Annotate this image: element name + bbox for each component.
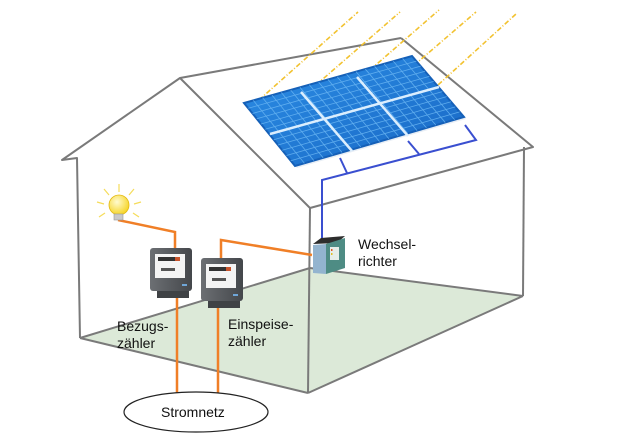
house-outline bbox=[61, 37, 534, 394]
inverter bbox=[313, 236, 345, 274]
inverter-label-line1: Wechsel- bbox=[358, 236, 417, 252]
panel-cell-line bbox=[273, 91, 443, 141]
floor bbox=[80, 268, 523, 393]
solar-panel bbox=[242, 54, 466, 168]
panel-cell-line bbox=[265, 81, 434, 130]
inverter-label-line2: richter bbox=[358, 253, 397, 269]
grid-label: Stromnetz bbox=[161, 404, 225, 420]
inverter-label: Wechsel- richter bbox=[358, 236, 416, 270]
panel-cell-line bbox=[248, 60, 417, 109]
feed-in-meter-label-line1: Einspeise- bbox=[228, 316, 294, 332]
light-bulb-icon bbox=[96, 184, 142, 221]
consumption-meter-label-line1: Bezugs- bbox=[117, 318, 169, 334]
ac-wiring bbox=[117, 218, 313, 395]
panel-cell-line bbox=[277, 96, 447, 146]
grid-ellipse bbox=[123, 391, 269, 433]
consumption-meter-label-line2: zähler bbox=[117, 335, 156, 351]
dc-wiring bbox=[321, 124, 478, 240]
feed-in-meter-label-line2: zähler bbox=[228, 333, 267, 349]
panel-cell-line bbox=[286, 106, 456, 156]
panel-cell-line bbox=[252, 65, 421, 114]
panel-cell-line bbox=[282, 101, 452, 151]
consumption-meter bbox=[150, 248, 192, 298]
panel-cell-line bbox=[290, 111, 460, 162]
panel-cell-line bbox=[260, 75, 430, 125]
feed-in-meter bbox=[201, 258, 243, 308]
feed-in-meter-label: Einspeise- zähler bbox=[228, 316, 293, 350]
consumption-meter-label: Bezugs- zähler bbox=[117, 318, 168, 352]
panel-cell-line bbox=[256, 70, 426, 120]
